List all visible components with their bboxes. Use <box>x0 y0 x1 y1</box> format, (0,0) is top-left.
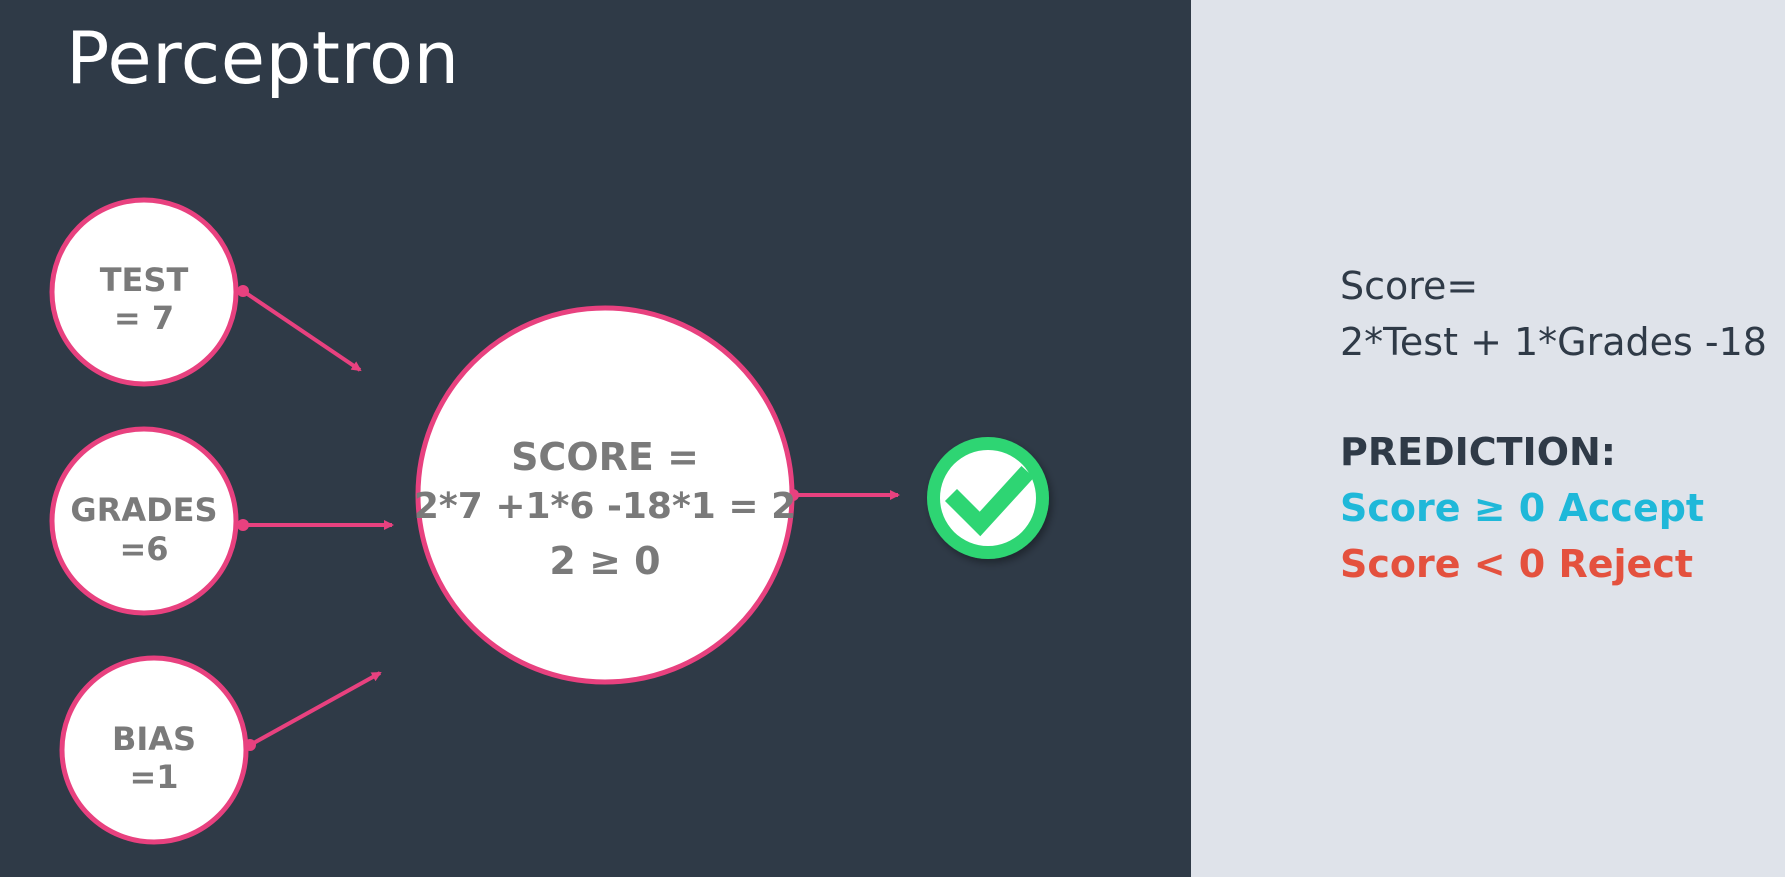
input-node-grades: GRADES =6 <box>49 426 239 616</box>
formula-line: Score= <box>1340 264 1479 308</box>
input-node-label: GRADES <box>70 491 217 529</box>
formula-line: 2*Test + 1*Grades -18 <box>1340 320 1767 364</box>
input-node-label: BIAS <box>112 720 196 758</box>
page-title: Perceptron <box>66 16 460 100</box>
score-node-comparison: 2 ≥ 0 <box>549 539 660 583</box>
input-node-test: TEST = 7 <box>49 197 239 387</box>
prediction-heading: PREDICTION: <box>1340 430 1617 474</box>
edge-bias-to-score <box>244 671 382 751</box>
prediction-rules: PREDICTION: Score ≥ 0 Accept Score < 0 R… <box>1340 424 1704 592</box>
score-node: SCORE = 2*7 +1*6 -18*1 = 2 2 ≥ 0 <box>414 305 796 685</box>
input-node-value: = 7 <box>114 299 174 337</box>
prediction-reject-rule: Score < 0 Reject <box>1340 542 1694 586</box>
edge-test-to-score <box>237 285 362 372</box>
score-formula: Score= 2*Test + 1*Grades -18 <box>1340 258 1767 370</box>
edge-score-to-output <box>787 489 900 501</box>
explanation-panel <box>1191 0 1785 877</box>
check-circle-icon <box>927 437 1049 559</box>
input-node-value: =1 <box>129 758 178 796</box>
input-node-label: TEST <box>100 261 189 299</box>
input-node-bias: BIAS =1 <box>59 655 249 845</box>
input-node-value: =6 <box>119 530 168 568</box>
prediction-accept-rule: Score ≥ 0 Accept <box>1340 486 1705 530</box>
score-node-equation: 2*7 +1*6 -18*1 = 2 <box>414 486 796 527</box>
score-node-heading: SCORE = <box>511 435 699 479</box>
perceptron-diagram: TEST = 7 GRADES =6 BIAS =1 SCORE = 2*7 +… <box>49 197 1049 845</box>
edge-grades-to-score <box>237 519 394 531</box>
